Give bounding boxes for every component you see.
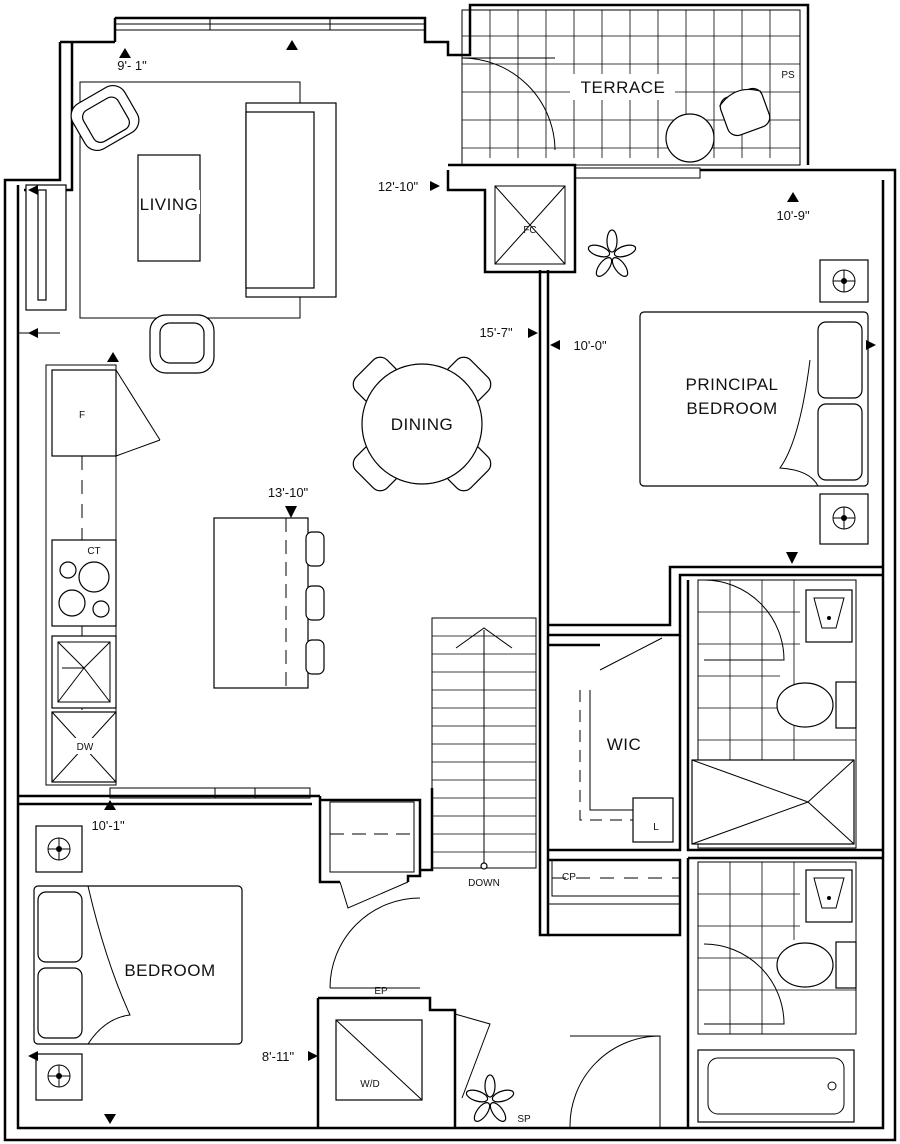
cooktop-label: CT (87, 546, 100, 557)
dining-area: DINING (24, 270, 550, 937)
fridge (51, 369, 117, 457)
armchair-top (70, 85, 140, 151)
ensuite-toilet (776, 682, 834, 728)
living-width-dim: 9'- 1" (117, 58, 147, 73)
principal-width-dim: 10'-9" (776, 208, 810, 223)
bedroom-closet (320, 798, 422, 909)
linen-label: L (653, 822, 659, 833)
stairs[interactable]: DOWN (431, 617, 537, 889)
bedroom-depth-dim: 8'-11" (262, 1049, 295, 1064)
principal-bedroom-label-1: PRINCIPAL (686, 375, 779, 394)
sp-label: SP (517, 1114, 531, 1125)
bedroom: BEDROOM (18, 794, 340, 1101)
principal-bedroom: PRINCIPAL BEDROOM (548, 259, 883, 637)
living-depth-dim: 12'-10" (378, 179, 419, 194)
walk-in-closet: L WIC (548, 635, 682, 852)
principal-depth-dim: 10'-0" (573, 338, 607, 353)
terrace: TERRACE PS (461, 9, 801, 166)
main-bathroom (686, 856, 883, 1128)
kitchen-island (213, 517, 325, 689)
ps-label: PS (781, 70, 795, 81)
fc-label: FC (523, 225, 536, 236)
shower (691, 759, 855, 845)
armchair-bottom (149, 314, 215, 374)
entry-door[interactable] (569, 1035, 661, 1129)
laundry: W/D (316, 996, 491, 1128)
sofa (245, 102, 337, 298)
living-room: LIVING (25, 81, 337, 374)
bathtub (697, 1049, 855, 1123)
stairs-down-label: DOWN (468, 878, 500, 889)
bedroom-bed (33, 885, 243, 1045)
terrace-chair (719, 87, 771, 137)
bedroom-label: BEDROOM (124, 961, 215, 980)
dining-table (361, 363, 483, 485)
dining-label: DINING (391, 415, 454, 434)
terrace-door[interactable] (461, 57, 556, 151)
dining-chairs (352, 356, 492, 492)
living-label: LIVING (140, 195, 199, 214)
bath-toilet (776, 942, 834, 988)
cp-closet: CP (548, 858, 682, 937)
terrace-label: TERRACE (581, 78, 666, 97)
principal-bed (639, 311, 869, 487)
kitchen: F CT DW (45, 352, 161, 786)
fc-closet: FC (446, 163, 577, 274)
terrace-table (665, 113, 715, 163)
wic-label: WIC (607, 735, 642, 754)
cp-label: CP (562, 872, 576, 883)
wd-label: W/D (360, 1079, 379, 1090)
ensuite-door[interactable] (703, 579, 785, 661)
dishwasher-label: DW (77, 742, 94, 753)
kitchen-dim: 13'-10" (268, 485, 309, 500)
principal-bedroom-label-2: BEDROOM (686, 399, 777, 418)
ensuite-bathroom (686, 579, 883, 852)
plant-entry (465, 1074, 515, 1122)
dining-depth-dim: 15'-7" (479, 325, 513, 340)
bedroom-door[interactable] (329, 897, 421, 989)
bath-door[interactable] (703, 943, 785, 1025)
tv-console (25, 184, 67, 311)
ep-label: EP (374, 986, 388, 997)
fridge-label: F (79, 410, 85, 421)
plant-principal (587, 229, 637, 277)
bedroom-width-dim: 10'-1" (91, 818, 125, 833)
